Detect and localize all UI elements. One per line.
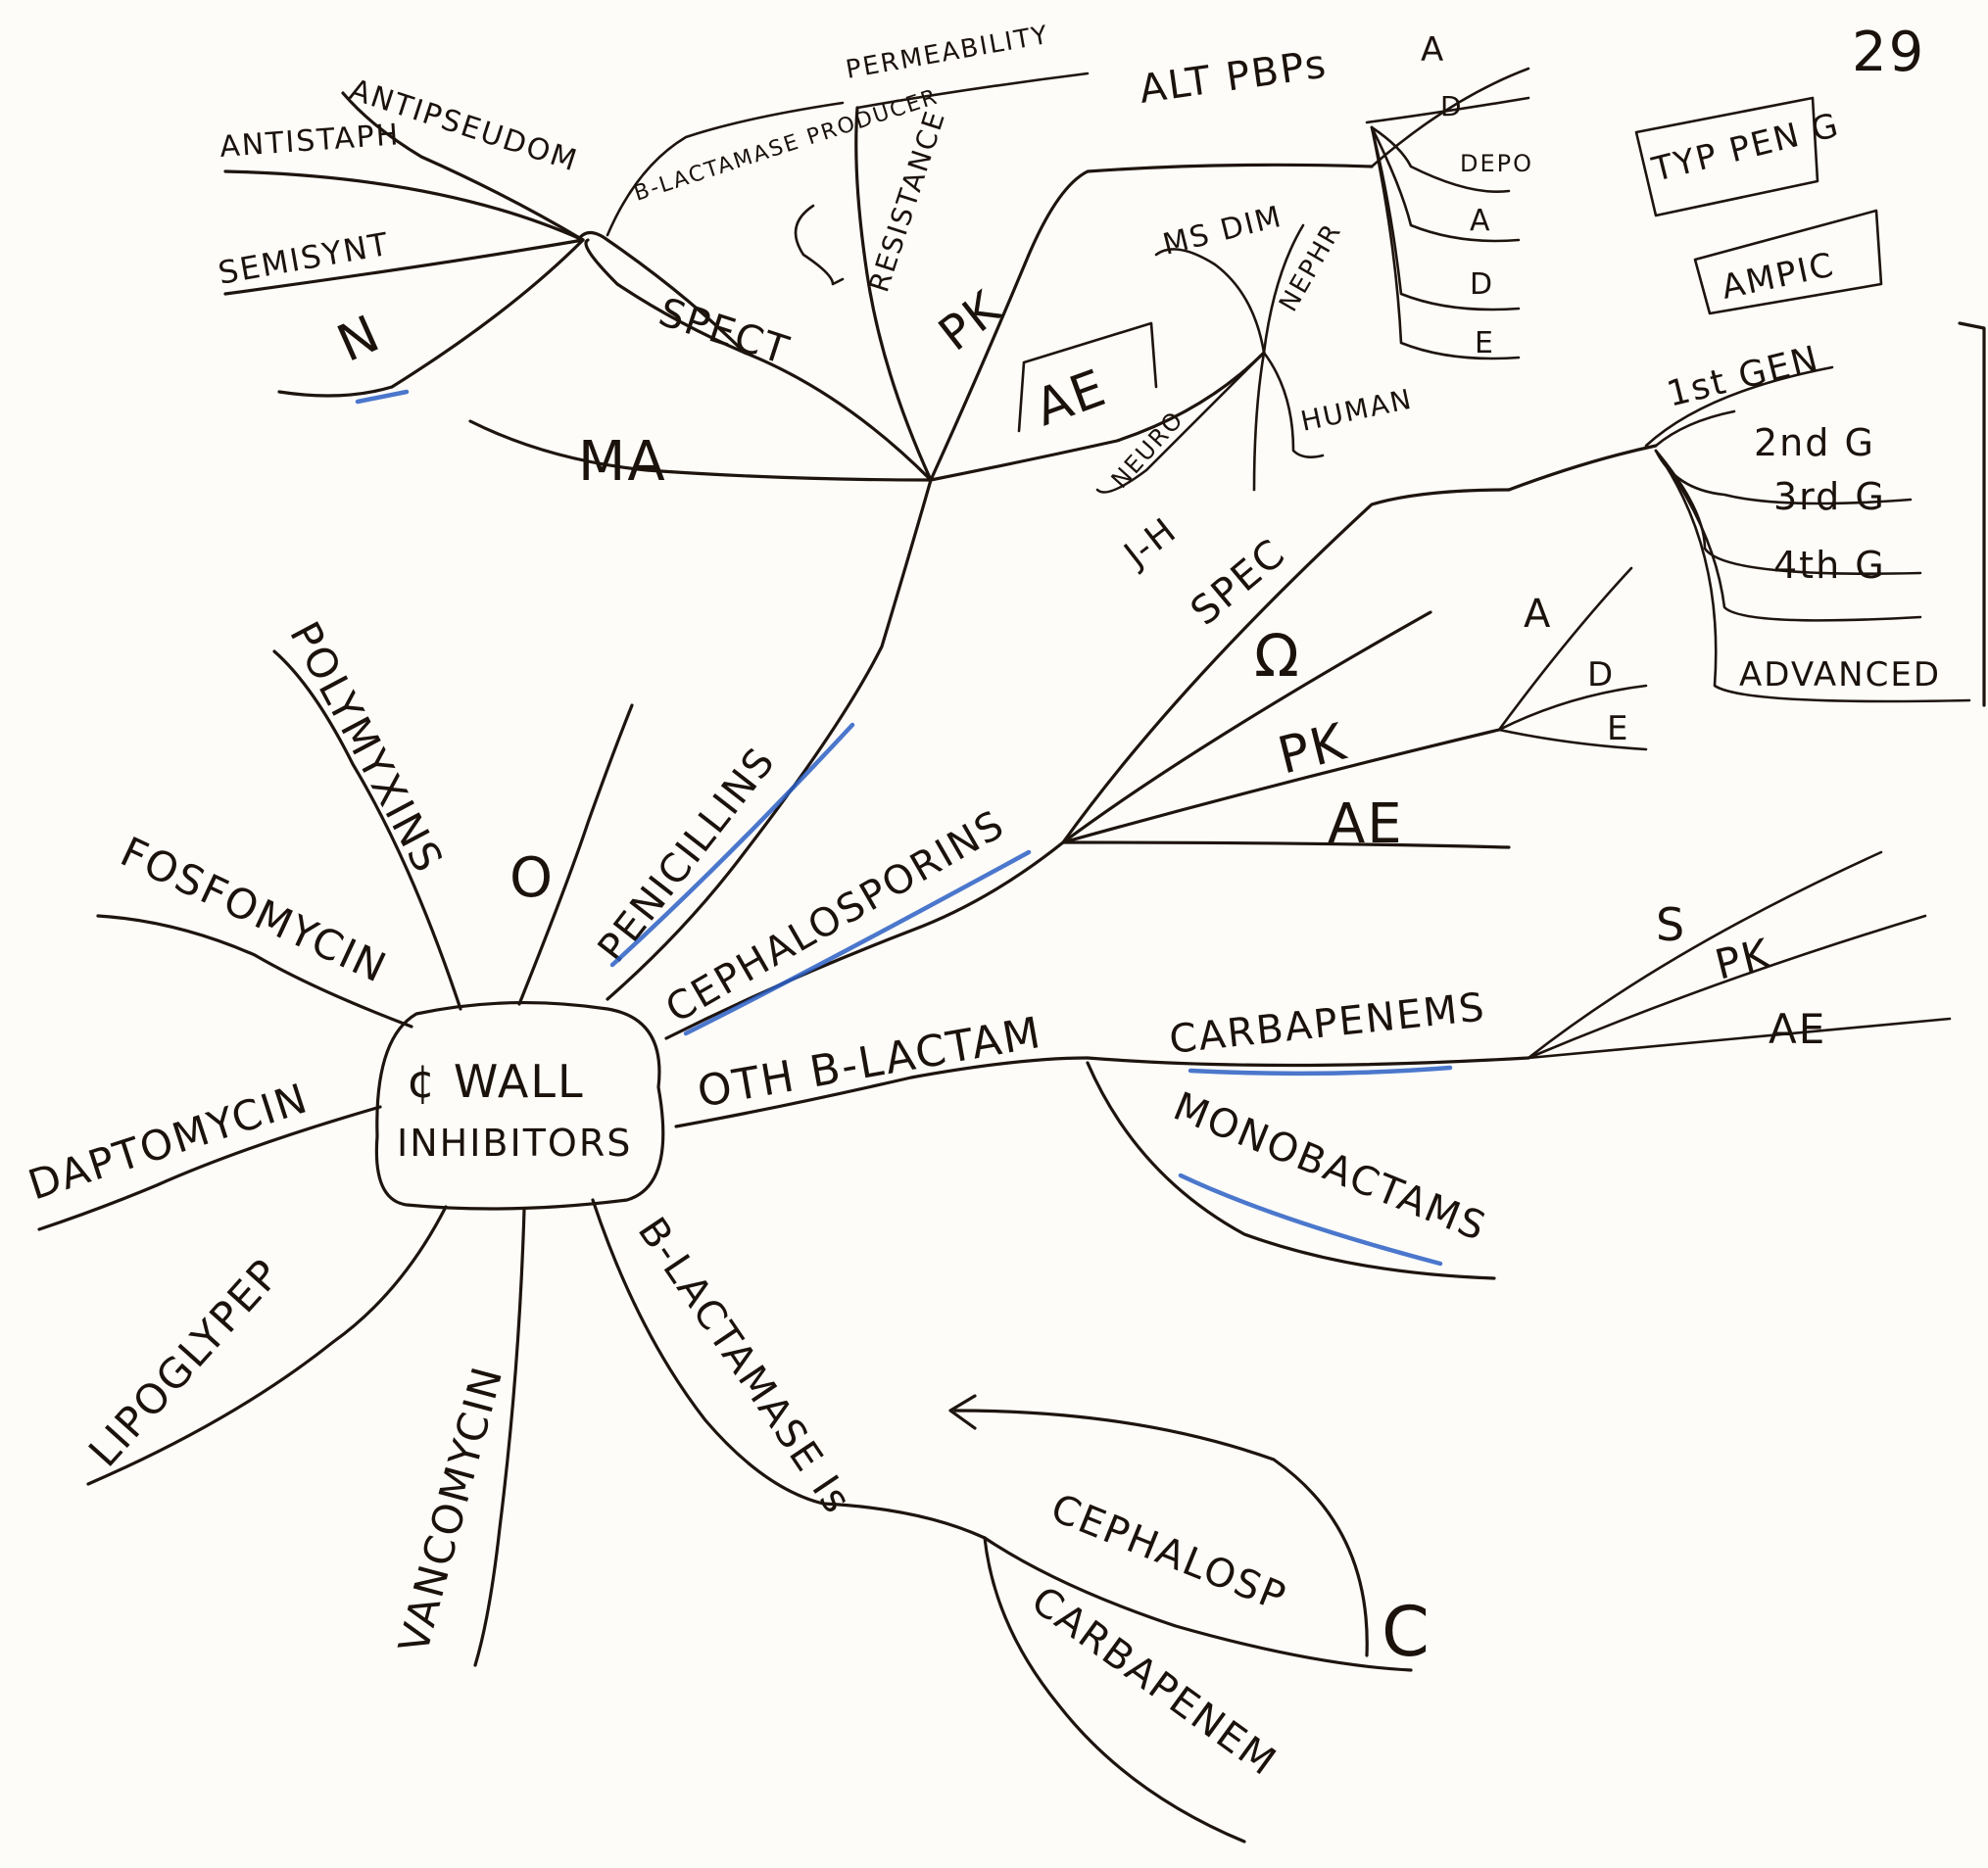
- branch-label-blactamase-is: B-LACTAMASE Is: [629, 1210, 860, 1522]
- pbp-sub-5: D: [1470, 267, 1494, 302]
- penicillins-label-antistaph: ANTISTAPH: [218, 118, 401, 165]
- pbp-sub-4: A: [1470, 204, 1492, 238]
- cephalosporins-ade-a: A: [1524, 592, 1552, 637]
- center-label-line1: ¢ WALL: [407, 1055, 585, 1108]
- branch-label-vancomycin: VANCOMYCIN: [389, 1361, 511, 1658]
- generation-5: ADVANCED: [1739, 655, 1941, 695]
- ampic-label: AMPIC: [1719, 245, 1839, 307]
- cephalosporins-label-omega: Ω: [1254, 622, 1301, 691]
- blactamase-label-carbapenem: CARBAPENEM: [1023, 1578, 1285, 1786]
- branch-label-lipoglypep: LIPOGLYPEP: [79, 1249, 290, 1475]
- ae-sub-ja: J-H: [1116, 510, 1185, 577]
- generation-2: 2nd G: [1754, 421, 1875, 464]
- penicillins-label-permeability: PERMEABILITY: [844, 21, 1051, 85]
- other-blactam-label-monobactams: MONOBACTAMS: [1167, 1084, 1493, 1251]
- blactamase-branch: B-LACTAMASE Is CEPHALOSP CARBAPENEM C: [591, 1198, 1431, 1844]
- branch-label-other-blactam: OTH B-LACTAM: [694, 1008, 1045, 1118]
- cephalosporins-label-pk: PK: [1273, 713, 1353, 787]
- penicillins-label-alt-pbps: ALT PBPs: [1137, 41, 1331, 112]
- center-label-line2: INHIBITORS: [397, 1122, 632, 1165]
- generation-4: 4th G: [1773, 544, 1886, 587]
- penicillins-label-pk: PK: [929, 280, 1012, 362]
- ae-sub-human: HUMAN: [1298, 382, 1416, 437]
- penicillins-label-n: N: [329, 304, 390, 373]
- pbp-sub-1: A: [1421, 30, 1445, 70]
- generation-3: 3rd G: [1773, 475, 1886, 518]
- other-blactam-label-carbapenems: CARBAPENEMS: [1167, 984, 1487, 1063]
- cephalosporins-label-spec: SPEC: [1183, 530, 1294, 634]
- penicillins-label-ae: AE: [1028, 359, 1115, 438]
- branch-label-fosfomycin: FOSFOMYCIN: [114, 828, 395, 993]
- cephalosporins-ade-e: E: [1607, 709, 1629, 748]
- branch-label-polymyxins: POLYMYXINS: [280, 614, 453, 882]
- generation-1: 1st GEN: [1663, 339, 1823, 415]
- carbapenems-sub-pk: PK: [1711, 929, 1776, 988]
- cephalosporins-label-ae: AE: [1328, 792, 1404, 856]
- page-number: 29: [1852, 21, 1925, 84]
- carbapenems-sub-s: S: [1656, 898, 1686, 951]
- blactamase-label-c: C: [1382, 1592, 1431, 1672]
- ae-sub-neuro: NEURO: [1106, 406, 1189, 494]
- penicillins-label-resistance: RESISTANCE: [862, 106, 951, 296]
- branch-label-o: O: [509, 846, 555, 910]
- pbp-sub-2: D: [1440, 90, 1464, 122]
- pbp-sub-6: E: [1475, 326, 1495, 360]
- ae-sub-ms-dim: MS DIM: [1159, 200, 1285, 263]
- penicillins-label-ma: MA: [578, 430, 667, 494]
- pbp-sub-3: DEPO: [1460, 150, 1533, 177]
- cephalosporins-ade-d: D: [1587, 655, 1615, 695]
- carbapenems-sub-ae: AE: [1769, 1005, 1826, 1053]
- typ-penc-label: TYP PEN G: [1648, 106, 1844, 190]
- center-node: ¢ WALL INHIBITORS: [374, 1001, 665, 1211]
